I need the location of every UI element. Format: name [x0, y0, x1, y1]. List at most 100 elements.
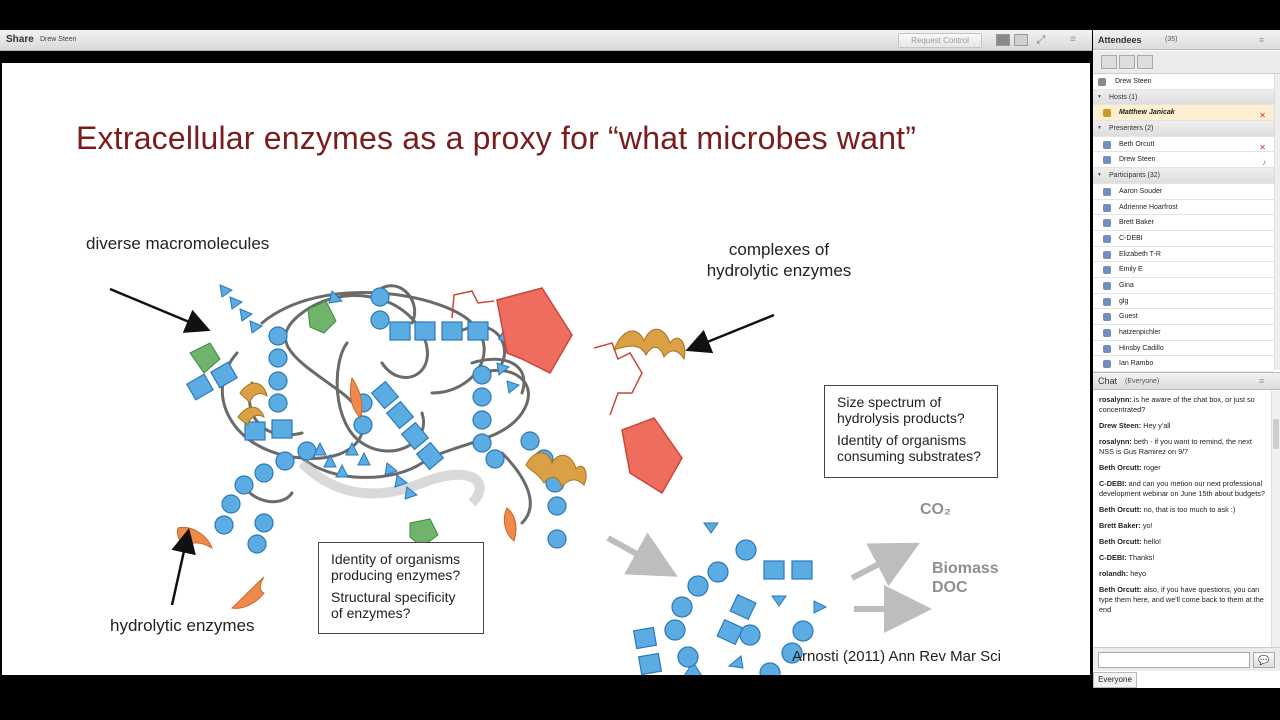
- chat-scrollbar[interactable]: [1271, 391, 1280, 647]
- chat-text: Thanks!: [1128, 553, 1155, 562]
- hydrolysis-products: [632, 539, 814, 675]
- attendee-participant[interactable]: Guest: [1093, 309, 1274, 325]
- presentation-slide: Extracellular enzymes as a proxy for “wh…: [2, 63, 1090, 675]
- chat-title: Chat: [1098, 376, 1118, 386]
- person-icon: [1103, 297, 1111, 306]
- attendee-presenter[interactable]: Beth Orcutt ✕: [1093, 137, 1274, 153]
- chat-message: rosalynn: is he aware of the chat box, o…: [1099, 395, 1265, 415]
- attendee-name: Drew Steen: [1119, 156, 1156, 164]
- chat-message: rosalynn: beth - if you want to remind, …: [1099, 437, 1265, 457]
- phone-icon: [1098, 78, 1106, 86]
- annotation-arrows: [109, 287, 775, 606]
- fit-to-window-icon[interactable]: ⤢: [1036, 34, 1046, 46]
- attendee-self[interactable]: Drew Steen: [1093, 74, 1274, 90]
- chat-scope: (Everyone): [1125, 378, 1160, 385]
- person-icon: [1103, 281, 1111, 290]
- attendee-participant[interactable]: glg: [1093, 294, 1274, 310]
- question-consuming-organisms: Identity of organisms consuming substrat…: [837, 432, 981, 464]
- attendee-participant[interactable]: Hinsby Cadillo: [1093, 341, 1274, 357]
- attendee-name: glg: [1119, 297, 1129, 305]
- attendee-name: Drew Steen: [1115, 78, 1152, 85]
- attendee-participant[interactable]: Brett Baker: [1093, 215, 1274, 231]
- attendee-name: hatzenpichler: [1119, 329, 1161, 336]
- chat-text: no, that is too much to ask :): [1143, 505, 1236, 514]
- chat-message: Beth Orcutt: hello!: [1099, 537, 1265, 547]
- attendee-participant[interactable]: Emily E: [1093, 262, 1274, 278]
- attendee-participant[interactable]: hatzenpichler: [1093, 325, 1274, 341]
- request-control-button[interactable]: Request Control: [898, 33, 982, 48]
- label-complexes-line2: hydrolytic enzymes: [706, 261, 852, 280]
- list-view-icon[interactable]: [1101, 55, 1117, 69]
- attendee-participant[interactable]: Gina: [1093, 278, 1274, 294]
- chat-sender: C-DEBI:: [1099, 479, 1127, 488]
- question-box-products: Size spectrum of hydrolysis products? Id…: [824, 385, 998, 478]
- chat-input[interactable]: [1098, 652, 1250, 668]
- chat-message: C-DEBI: and can you metion our next prof…: [1099, 479, 1265, 499]
- chat-menu-icon[interactable]: ≡: [1259, 376, 1265, 386]
- presenter-icon: [1103, 156, 1111, 165]
- attendee-participant[interactable]: Adrienne Hoarfrost: [1093, 200, 1274, 216]
- chat-text: heyo: [1130, 569, 1147, 578]
- chat-message: Beth Orcutt: also, if you have questions…: [1099, 585, 1265, 615]
- salmon-macromolecules: [451, 287, 683, 495]
- share-pane: Share Drew Steen Request Control ⤢ ≡: [0, 30, 1092, 688]
- chat-text: roger: [1143, 463, 1161, 472]
- chat-recipient-selector[interactable]: Everyone: [1093, 672, 1137, 688]
- question-structural-specificity: Structural specificity of enzymes?: [331, 589, 456, 621]
- share-title: Share: [6, 34, 34, 45]
- chat-scroll-thumb[interactable]: [1273, 419, 1279, 449]
- attendee-participant[interactable]: Elizabeth T-R: [1093, 247, 1274, 263]
- chat-text: hello!: [1143, 537, 1162, 546]
- chat-sender: C-DEBI:: [1099, 553, 1127, 562]
- attendee-name: Brett Baker: [1119, 219, 1155, 227]
- person-icon: [1103, 266, 1111, 275]
- group-participants[interactable]: Participants (32): [1093, 168, 1274, 184]
- attendees-menu-icon[interactable]: ≡: [1259, 35, 1265, 45]
- chat-message: Brett Baker: yo!: [1099, 521, 1265, 531]
- attendee-name: Elizabeth T-R: [1119, 250, 1161, 258]
- single-view-icon[interactable]: [996, 34, 1010, 46]
- attendee-list-scrollbar[interactable]: [1274, 74, 1280, 370]
- person-icon: [1103, 219, 1111, 228]
- person-icon: [1103, 234, 1111, 243]
- person-icon: [1103, 360, 1111, 369]
- enzyme-diagram: [109, 284, 932, 675]
- attendee-name: Hinsby Cadillo: [1119, 344, 1164, 352]
- chat-message: Drew Steen: Hey y'all: [1099, 421, 1265, 431]
- grid-view-icon[interactable]: [1119, 55, 1135, 69]
- process-arrows: [606, 532, 932, 633]
- attendee-presenter[interactable]: Drew Steen ♪: [1093, 152, 1274, 169]
- speech-bubble-icon[interactable]: 💬: [1253, 652, 1275, 668]
- attendee-participant[interactable]: Aaron Souder: [1093, 184, 1274, 200]
- question-size-spectrum: Size spectrum of hydrolysis products?: [837, 394, 965, 426]
- attendee-name: Gina: [1119, 281, 1134, 289]
- group-presenters[interactable]: Presenters (2): [1093, 121, 1274, 137]
- chat-sender: Brett Baker:: [1099, 521, 1141, 530]
- user-options-icon[interactable]: [1137, 55, 1153, 69]
- attendee-participant[interactable]: Ian Rambo: [1093, 356, 1274, 373]
- chat-message: Beth Orcutt: roger: [1099, 463, 1265, 473]
- chat-sender: rosalynn:: [1099, 437, 1132, 446]
- enzyme-complex-shapes: [237, 328, 686, 489]
- person-icon: [1103, 344, 1111, 353]
- split-view-icon[interactable]: [1014, 34, 1028, 46]
- group-label: Hosts (1): [1109, 93, 1138, 101]
- person-icon: [1103, 250, 1111, 259]
- group-hosts[interactable]: Hosts (1): [1093, 89, 1274, 106]
- attendees-toolbar: [1093, 51, 1280, 74]
- attendees-count: (35): [1165, 36, 1178, 43]
- chat-sender: Beth Orcutt:: [1099, 585, 1142, 594]
- label-enzyme-complexes: complexes of hydrolytic enzymes: [694, 239, 864, 281]
- share-menu-icon[interactable]: ≡: [1070, 34, 1076, 45]
- attendee-host[interactable]: Matthew Janicak ✕: [1093, 105, 1274, 122]
- chat-compose-area: 💬: [1093, 647, 1280, 671]
- person-icon: [1103, 187, 1111, 196]
- slide-citation: Arnosti (2011) Ann Rev Mar Sci: [792, 648, 1001, 665]
- label-complexes-line1: complexes of: [728, 240, 830, 259]
- group-label: Participants (32): [1109, 172, 1160, 180]
- output-biomass-line1: Biomass: [932, 560, 999, 577]
- chat-sender: rolandh:: [1099, 569, 1129, 578]
- attendee-name: Emily E: [1119, 266, 1143, 274]
- attendee-participant[interactable]: C-DEBI: [1093, 231, 1274, 247]
- attendee-name: Beth Orcutt: [1119, 140, 1155, 148]
